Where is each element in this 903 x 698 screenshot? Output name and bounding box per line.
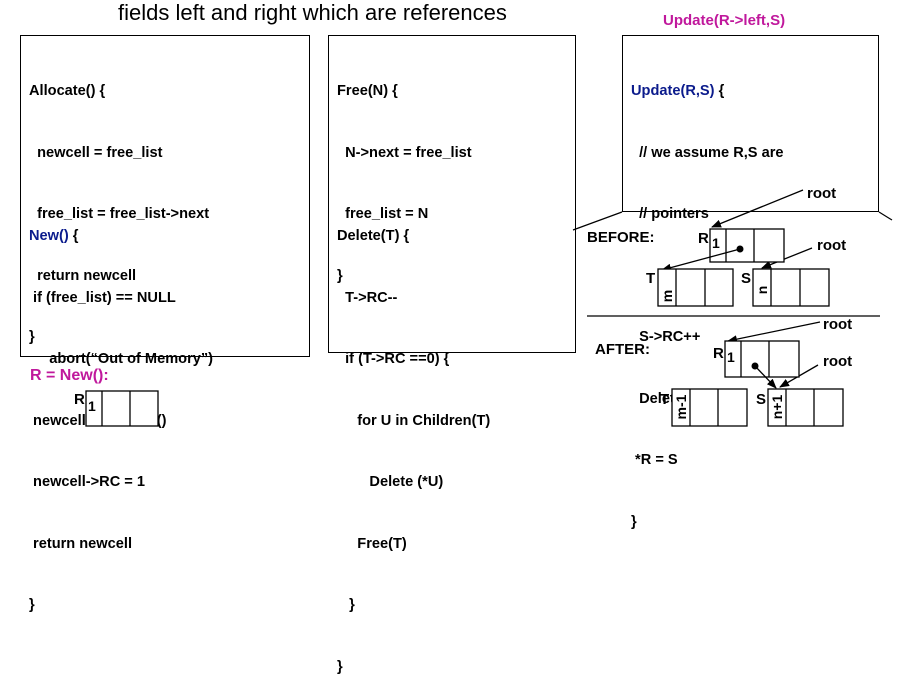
code-line: Delete (*U) xyxy=(337,474,444,490)
allocate-code: Allocate() { newcell = free_list free_li… xyxy=(29,40,209,368)
new-signature: New() xyxy=(29,228,69,244)
node-var-label: R xyxy=(713,345,724,362)
code-line: abort(“Out of Memory”) xyxy=(29,351,214,367)
code-line: *R = S xyxy=(631,452,678,468)
code-line: S->RC++ xyxy=(631,329,701,345)
code-line: } xyxy=(29,597,35,613)
code-line: newcell->RC = 1 xyxy=(29,474,145,490)
code-line: Allocate() { xyxy=(29,83,106,99)
code-line: } xyxy=(29,329,35,345)
free-delete-panel xyxy=(328,35,576,353)
code-line: T->RC-- xyxy=(337,289,398,306)
callout-line xyxy=(572,211,623,231)
free-code: Free(N) { N->next = free_list free_list … xyxy=(337,40,472,307)
code-line: return newcell xyxy=(29,535,132,552)
refcount-label: n+1 xyxy=(769,395,785,420)
after-label: AFTER: xyxy=(595,341,650,358)
before-r-node: R 1 xyxy=(698,228,785,263)
node-var-label: S xyxy=(741,270,751,287)
code-line: Update(R,S) { xyxy=(631,81,784,102)
reference-diagram: R 1 BEFORE: root root R 1 T m S n AFTER: xyxy=(74,185,893,427)
code-line: New() { xyxy=(29,226,213,247)
page-title: fields left and right which are referenc… xyxy=(118,0,507,25)
before-label: BEFORE: xyxy=(587,229,655,246)
code-line: newcell = free_list xyxy=(29,144,163,161)
code-line: Delete(T) { xyxy=(337,228,410,244)
code-line: // we assume R,S are xyxy=(631,144,784,161)
after-r-node: R 1 xyxy=(713,340,800,378)
refcount-label: m xyxy=(659,290,675,302)
code-line: // pointers xyxy=(631,206,709,222)
node-var-label: R xyxy=(698,230,709,247)
new-demo-node: R 1 xyxy=(74,390,159,427)
root-label: root xyxy=(823,316,852,333)
before-t-node: T m xyxy=(646,268,734,307)
after-t-node: T m-1 xyxy=(660,388,748,427)
node-var-label: S xyxy=(756,391,766,408)
refcount-label: 1 xyxy=(88,398,96,414)
code-line: Free(T) xyxy=(337,535,407,552)
code-line: for U in Children(T) xyxy=(337,412,491,429)
root-pointer xyxy=(761,247,813,269)
code-line: } xyxy=(337,267,343,284)
node-var-label: T xyxy=(646,270,655,287)
left-pointer xyxy=(754,365,777,389)
allocate-new-panel xyxy=(20,35,310,357)
root-pointer xyxy=(727,321,821,344)
refcount-label: m-1 xyxy=(673,394,689,419)
code-line: free_list = free_list->next xyxy=(29,206,210,222)
left-pointer xyxy=(661,248,741,272)
refcount-label: n xyxy=(754,286,770,295)
root-label: root xyxy=(807,185,836,202)
after-s-node: S n+1 xyxy=(756,388,844,427)
node-var-label: R xyxy=(74,391,85,408)
root-pointer xyxy=(711,189,804,228)
code-line: free_list = N xyxy=(337,206,429,222)
update-signature: Update(R,S) xyxy=(631,83,715,99)
node-var-label: T xyxy=(660,391,669,408)
refcount-label: 1 xyxy=(727,349,735,365)
update-call-label: Update(R->left,S) xyxy=(663,12,786,29)
update-panel xyxy=(622,35,879,212)
update-brace: { xyxy=(714,83,725,99)
before-s-node: S n xyxy=(741,268,830,307)
code-line: Free(N) { xyxy=(337,83,398,99)
code-line: } xyxy=(337,597,355,613)
new-demo-label: R = New(): xyxy=(30,367,109,384)
code-line: } xyxy=(337,658,343,675)
code-line: N->next = free_list xyxy=(337,144,472,161)
code-line: if (free_list) == NULL xyxy=(29,289,176,306)
code-line: return newcell xyxy=(29,267,137,284)
code-line: if (T->RC ==0) { xyxy=(337,351,450,367)
root-label: root xyxy=(823,353,852,370)
refcount-label: 1 xyxy=(712,235,720,251)
code-line: } xyxy=(631,513,637,530)
root-label: root xyxy=(817,237,846,254)
callout-line xyxy=(878,211,893,221)
new-brace: { xyxy=(68,228,79,244)
